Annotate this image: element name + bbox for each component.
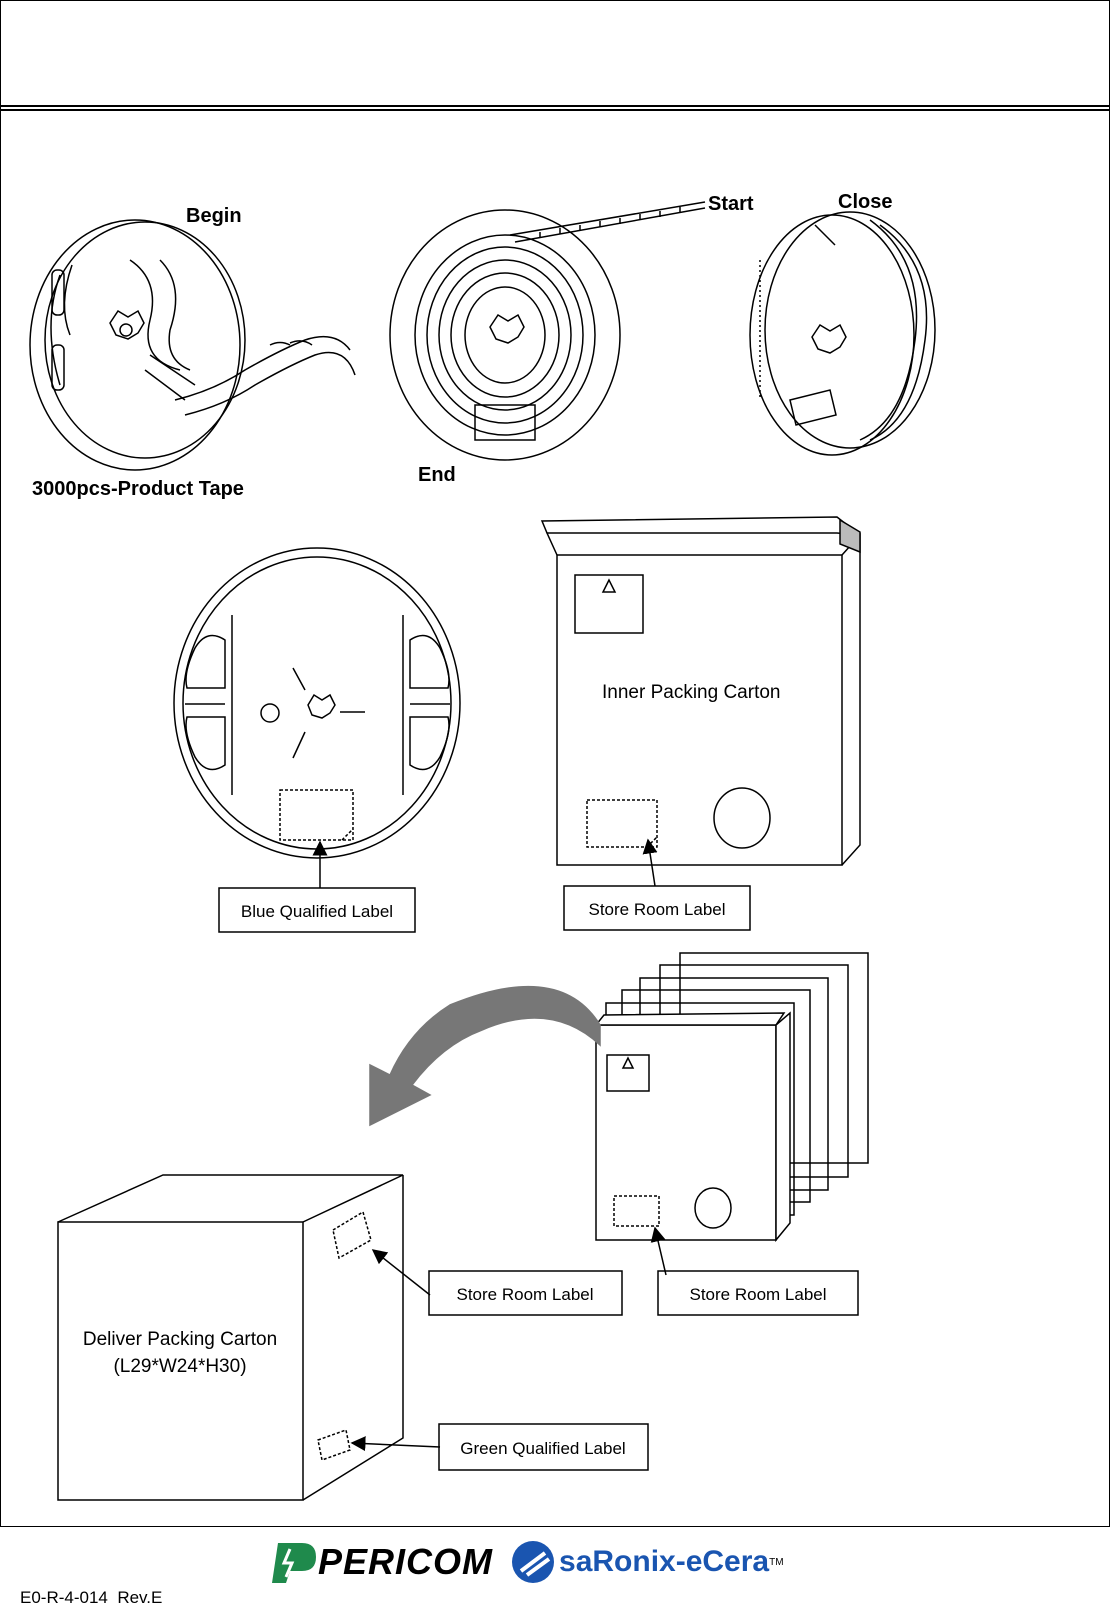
label-product-tape: 3000pcs-Product Tape	[32, 478, 244, 500]
document-number: E0-R-4-014 Rev.E	[20, 1588, 162, 1608]
label-deliver-carton-1: Deliver Packing Carton	[83, 1329, 277, 1350]
curved-arrow	[370, 987, 600, 1125]
label-store-room-3: Store Room Label	[689, 1285, 826, 1304]
packing-diagram: Begin Start Close End 3000pcs-Product Ta…	[0, 0, 1112, 1530]
pericom-logo-text: PERICOM	[318, 1541, 493, 1583]
footer-logos: PERICOM saRonix-eCera TM	[268, 1538, 784, 1586]
label-store-room-1: Store Room Label	[588, 900, 725, 919]
label-begin: Begin	[186, 205, 242, 227]
saronix-logo-text: saRonix-eCera	[559, 1545, 769, 1579]
reel-close-drawing	[750, 212, 935, 455]
label-end: End	[418, 464, 456, 486]
label-close: Close	[838, 191, 892, 213]
reel-start-end-drawing	[390, 202, 705, 460]
carton-stack-drawing	[596, 953, 868, 1275]
label-blue-qualified: Blue Qualified Label	[241, 902, 393, 921]
label-green-qualified: Green Qualified Label	[460, 1439, 625, 1458]
reel-front-drawing	[174, 548, 460, 888]
label-start: Start	[708, 193, 754, 215]
saronix-logo-icon	[507, 1539, 559, 1585]
label-store-room-2: Store Room Label	[456, 1285, 593, 1304]
label-deliver-carton-2: (L29*W24*H30)	[113, 1356, 246, 1377]
label-inner-carton: Inner Packing Carton	[602, 682, 781, 703]
trademark: TM	[769, 1557, 783, 1568]
reel-begin-drawing	[30, 220, 355, 470]
pericom-logo-icon	[268, 1539, 318, 1585]
